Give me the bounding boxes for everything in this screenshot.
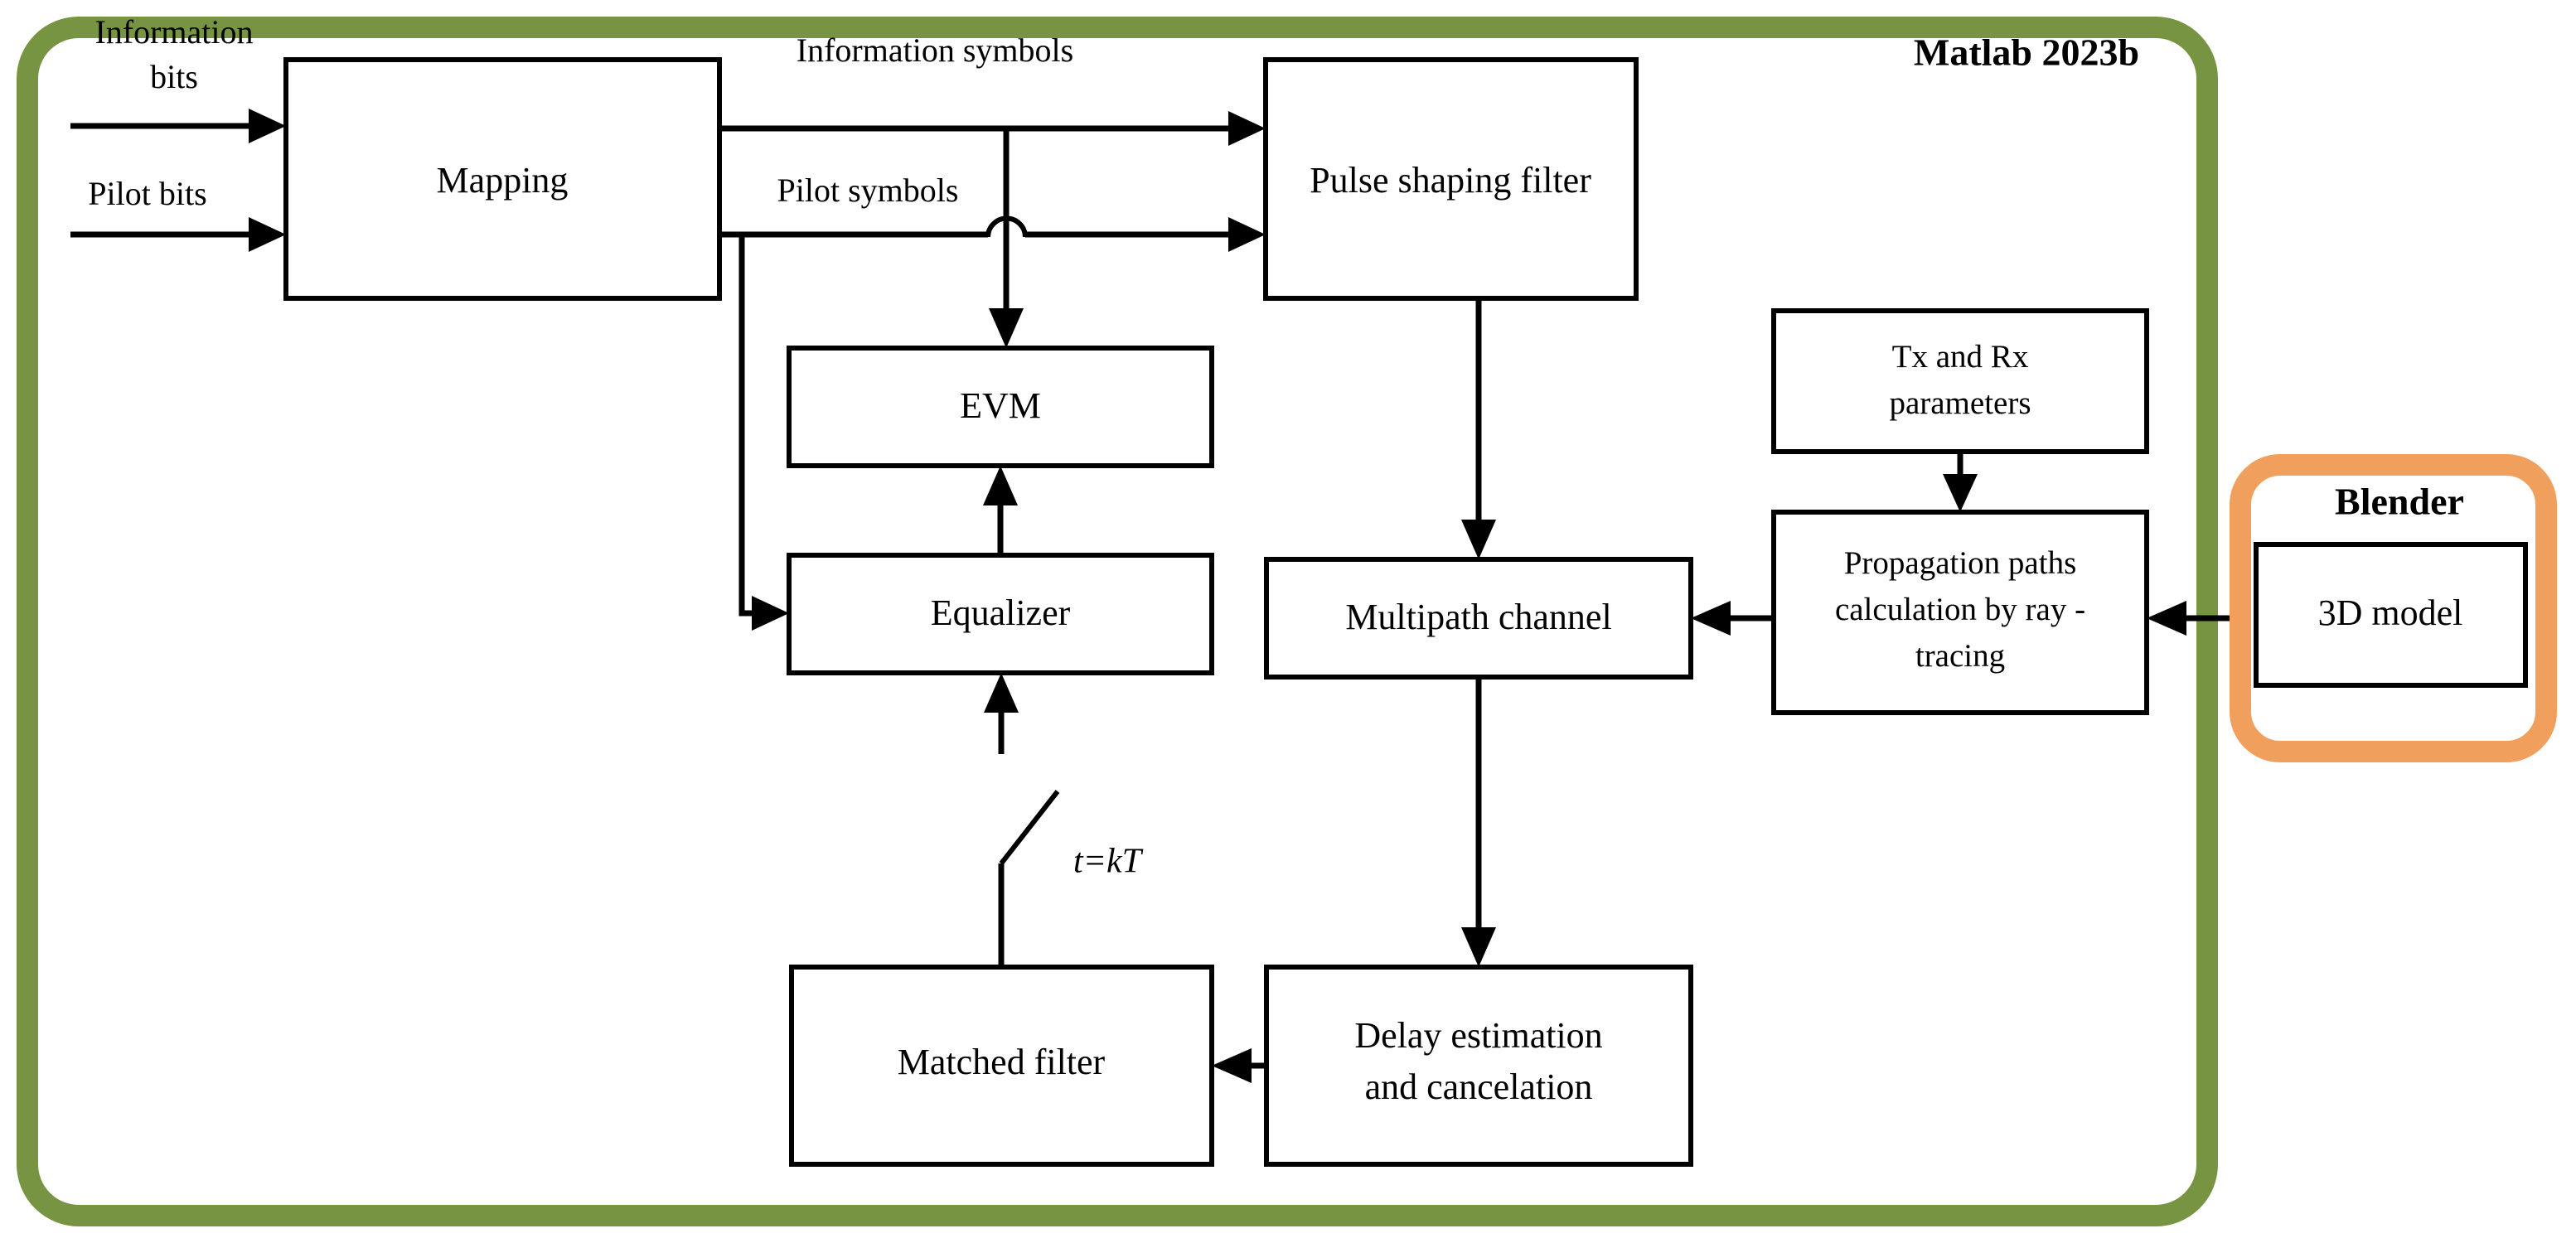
- label-pilot-symbols: Pilot symbols: [777, 172, 959, 209]
- arrowhead-evm-input: [989, 308, 1024, 348]
- arrowhead-propagation-input-right: [2147, 601, 2186, 636]
- arrowhead-information-bits: [249, 109, 286, 143]
- block-mapping-label: Mapping: [437, 160, 569, 201]
- block-evm-label: EVM: [960, 385, 1041, 426]
- switch-blade: [999, 790, 1060, 865]
- label-information-symbols: Information symbols: [797, 31, 1073, 69]
- label-information-bits-line2: bits: [150, 58, 198, 95]
- block-evm[interactable]: [787, 346, 1214, 468]
- block-tx-rx-parameters-label-line2: parameters: [1889, 385, 2031, 421]
- arrowhead-multipath-input-right: [1691, 601, 1731, 636]
- block-equalizer-label: Equalizer: [931, 592, 1071, 633]
- block-tx-rx-parameters[interactable]: [1771, 308, 2149, 454]
- block-delay-estimation[interactable]: [1264, 965, 1693, 1167]
- block-propagation-paths[interactable]: [1771, 510, 2149, 715]
- block-mapping[interactable]: [283, 57, 722, 301]
- block-pulse-shaping-filter[interactable]: [1263, 57, 1639, 301]
- block-tx-rx-parameters-label-line1: Tx and Rx: [1892, 339, 2029, 375]
- arrowhead-matched-filter-input: [1212, 1048, 1252, 1083]
- arrowhead-multipath-input: [1461, 520, 1496, 559]
- block-delay-estimation-label-line2: and cancelation: [1365, 1066, 1593, 1107]
- block-pulse-shaping-filter-label: Pulse shaping filter: [1310, 160, 1591, 201]
- matlab-environment-border: [17, 17, 2218, 1226]
- blender-environment-label: Blender: [2335, 481, 2464, 523]
- matlab-environment-label: Matlab 2023b: [1914, 31, 2139, 74]
- arrowhead-information-symbols: [1228, 111, 1266, 146]
- arrowhead-equalizer-input-bottom: [984, 673, 1019, 713]
- arrowhead-equalizer-pilot-input: [752, 596, 789, 631]
- block-matched-filter-label: Matched filter: [898, 1042, 1106, 1082]
- arrowhead-pilot-bits: [249, 217, 286, 252]
- arrowhead-evm-from-equalizer: [983, 466, 1018, 505]
- label-information-bits-line1: Information: [94, 13, 253, 51]
- arrowhead-propagation-input-top: [1943, 474, 1978, 512]
- block-3d-model[interactable]: [2254, 542, 2528, 688]
- block-3d-model-label: 3D model: [2318, 592, 2463, 633]
- block-delay-estimation-label-line1: Delay estimation: [1354, 1015, 1602, 1056]
- arrowhead-delay-input: [1461, 927, 1496, 967]
- block-multipath-channel-label: Multipath channel: [1345, 597, 1611, 637]
- label-pilot-bits: Pilot bits: [88, 175, 206, 212]
- block-propagation-label-line1: Propagation paths: [1844, 545, 2077, 581]
- block-propagation-label-line2: calculation by ray -: [1835, 592, 2085, 627]
- wire-hop-over-pilot: [985, 215, 1028, 238]
- arrowhead-pilot-symbols: [1228, 217, 1266, 252]
- block-multipath-channel[interactable]: [1264, 557, 1693, 680]
- block-propagation-label-line3: tracing: [1915, 638, 2005, 674]
- wire-pilot-symbols-to-equalizer: [738, 237, 767, 617]
- sampling-instant-label: t=kT: [1073, 843, 1144, 881]
